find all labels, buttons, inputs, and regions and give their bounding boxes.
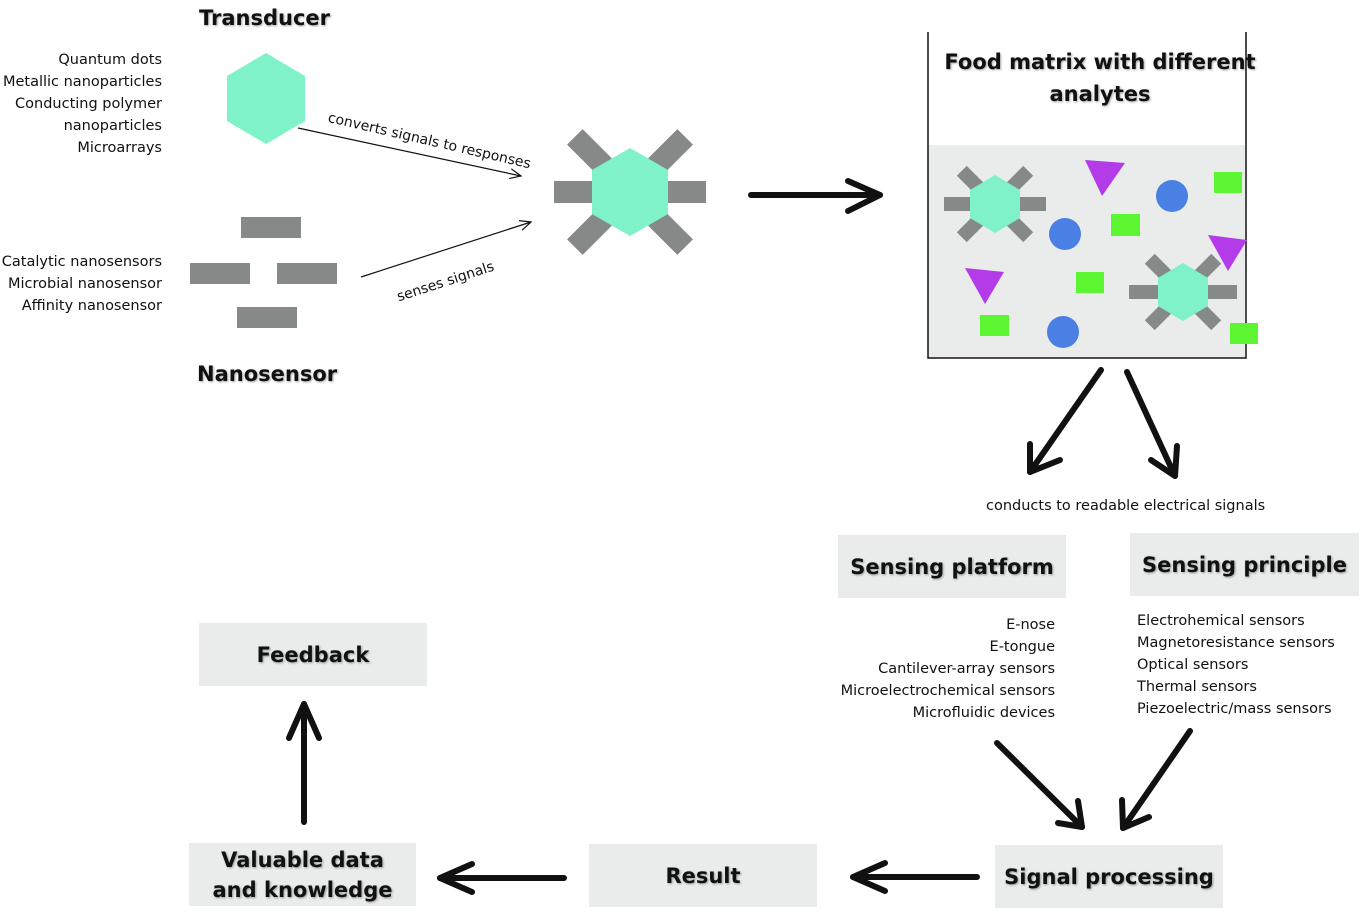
list-item: Quantum dots: [58, 52, 162, 68]
list-item: Electrohemical sensors: [1137, 613, 1305, 629]
combined-nanosensor-icon: [554, 129, 706, 255]
transducer-hexagon-icon: [227, 53, 305, 144]
sensing-platform-box: Sensing platform: [838, 535, 1066, 598]
converts-arrow: [297, 127, 523, 180]
signal-processing-box: Signal processing: [995, 845, 1223, 908]
to-sensing-platform-arrow: [1027, 367, 1104, 475]
list-item: Affinity nanosensor: [21, 298, 162, 314]
transducer-list: Quantum dots Metallic nanoparticles Cond…: [3, 49, 162, 159]
food-matrix-title: Food matrix with different analytes: [928, 46, 1272, 110]
sensing-principle-list: Electrohemical sensors Magnetoresistance…: [1137, 610, 1335, 720]
food-matrix-title-line2: analytes: [1049, 82, 1151, 106]
senses-arrow: [360, 220, 533, 278]
conducts-label: conducts to readable electrical signals: [986, 498, 1266, 514]
valuable-to-feedback-arrow: [286, 701, 322, 825]
principle-to-signal-arrow: [1119, 728, 1193, 831]
list-item: Magnetoresistance sensors: [1137, 635, 1335, 651]
result-to-valuable-arrow: [437, 861, 567, 895]
nanosensor-bars-icon: [190, 217, 337, 328]
list-item: Metallic nanoparticles: [2, 74, 162, 90]
list-item: Conducting polymer: [15, 96, 162, 112]
list-item: nanoparticles: [63, 118, 162, 134]
to-sensing-principle-arrow: [1124, 369, 1180, 479]
signal-to-result-arrow: [850, 860, 980, 894]
list-item: Piezoelectric/mass sensors: [1137, 701, 1332, 717]
sensing-principle-box: Sensing principle: [1130, 533, 1359, 596]
list-item: Optical sensors: [1137, 657, 1249, 673]
valuable-data-box: Valuable data and knowledge: [189, 843, 416, 906]
list-item: Microelectrochemical sensors: [840, 683, 1055, 699]
list-item: Microbial nanosensor: [8, 276, 162, 292]
list-item: Thermal sensors: [1137, 679, 1257, 695]
result-box: Result: [589, 844, 817, 907]
platform-to-signal-arrow: [994, 740, 1085, 830]
nanosensor-title: Nanosensor: [197, 362, 338, 386]
valuable-line2: and knowledge: [212, 877, 393, 902]
food-matrix-title-line1: Food matrix with different: [944, 50, 1256, 74]
list-item: Microfluidic devices: [912, 705, 1055, 721]
list-item: Catalytic nanosensors: [1, 254, 162, 270]
valuable-line1: Valuable data: [221, 847, 384, 872]
feedback-box: Feedback: [199, 623, 427, 686]
sensing-platform-list: E-nose E-tongue Cantilever-array sensors…: [841, 614, 1055, 724]
nanosensor-list: Catalytic nanosensors Microbial nanosens…: [2, 251, 162, 317]
to-food-matrix-arrow: [748, 178, 883, 214]
list-item: E-nose: [1006, 617, 1055, 633]
transducer-title: Transducer: [199, 6, 331, 30]
list-item: Microarrays: [77, 140, 162, 156]
list-item: E-tongue: [989, 639, 1055, 655]
list-item: Cantilever-array sensors: [878, 661, 1055, 677]
food-matrix-analytes: [944, 160, 1258, 348]
